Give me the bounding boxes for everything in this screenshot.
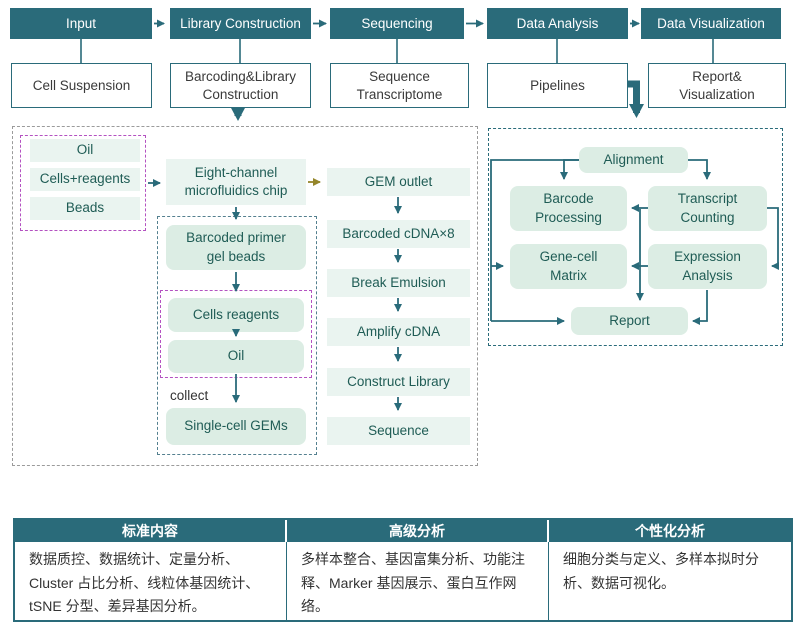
node-oil: Oil (30, 139, 140, 162)
table-cell-standard: 数据质控、数据统计、定量分析、Cluster 占比分析、线粒体基因统计、tSNE… (15, 542, 287, 620)
node-gene-cell-matrix: Gene-cell Matrix (510, 244, 627, 289)
node-label: Sequence (368, 422, 429, 438)
node-cells-reagents-emulsion: Cells reagents (168, 298, 304, 332)
node-single-cell-gems: Single-cell GEMs (166, 408, 306, 445)
node-label: Report (609, 312, 650, 328)
node-gem-outlet: GEM outlet (327, 168, 470, 196)
node-label: Eight-channel microfluidics chip (184, 164, 288, 198)
stage-label: Data Visualization (657, 16, 765, 31)
node-label: Cells+reagents (39, 171, 131, 187)
substage-label: Barcoding&Library Construction (184, 68, 297, 102)
input-reagents-group (20, 135, 146, 231)
data-analysis-panel (488, 128, 783, 346)
node-barcode-processing: Barcode Processing (510, 186, 627, 231)
table-header-advanced: 高级分析 (287, 520, 549, 542)
table-cell-advanced: 多样本整合、基因富集分析、功能注释、Marker 基因展示、蛋白互作网络。 (287, 542, 549, 620)
node-label: Construct Library (347, 373, 450, 389)
stage-label: Sequencing (361, 16, 433, 31)
thick-arrow-to-analysis-panel (628, 80, 644, 118)
node-microfluidics-chip: Eight-channel microfluidics chip (166, 159, 306, 205)
node-label: GEM outlet (364, 173, 433, 189)
node-oil-emulsion: Oil (168, 340, 304, 373)
stage-library-construction: Library Construction (170, 8, 311, 39)
substage-barcoding-library: Barcoding&Library Construction (170, 63, 311, 108)
stage-label: Data Analysis (516, 16, 599, 31)
node-label: Barcoded cDNA×8 (342, 225, 455, 241)
node-label: Barcode Processing (535, 191, 602, 225)
stage-label: Input (65, 16, 97, 31)
node-construct-library: Construct Library (327, 368, 470, 396)
node-label: Gene-cell Matrix (539, 249, 598, 283)
node-break-emulsion: Break Emulsion (327, 269, 470, 297)
table-header-personalized: 个性化分析 (635, 523, 705, 539)
node-label: Transcript Counting (677, 191, 738, 225)
substage-label: Report& Visualization (679, 68, 755, 102)
table-header-row: 标准内容 高级分析 个性化分析 (15, 520, 791, 542)
collect-label: collect (170, 388, 209, 403)
stage-data-analysis: Data Analysis (487, 8, 628, 39)
substage-report-visualization: Report& Visualization (648, 63, 786, 108)
library-construction-panel (12, 126, 478, 466)
node-label: Amplify cDNA (356, 323, 441, 339)
node-barcoded-gel-beads: Barcoded primer gel beads (166, 225, 306, 270)
node-report: Report (571, 307, 688, 335)
node-label: Single-cell GEMs (184, 418, 288, 434)
node-barcoded-cdna: Barcoded cDNA×8 (327, 220, 470, 248)
stage-label: Library Construction (180, 16, 301, 31)
substage-cell-suspension: Cell Suspension (11, 63, 152, 108)
node-alignment: Alignment (579, 147, 688, 173)
node-label: Barcoded primer gel beads (186, 230, 286, 264)
node-transcript-counting: Transcript Counting (648, 186, 767, 231)
stage-input: Input (10, 8, 152, 39)
substage-label: Cell Suspension (32, 77, 131, 93)
node-amplify-cdna: Amplify cDNA (327, 318, 470, 346)
table-body-row: 数据质控、数据统计、定量分析、Cluster 占比分析、线粒体基因统计、tSNE… (15, 542, 791, 620)
node-cells-reagents-input: Cells+reagents (30, 168, 140, 191)
substage-pipelines: Pipelines (487, 63, 628, 108)
node-label: Break Emulsion (351, 274, 446, 290)
stage-data-visualization: Data Visualization (641, 8, 781, 39)
node-label: Beads (65, 200, 105, 216)
stage-sequencing: Sequencing (330, 8, 464, 39)
table-header-standard: 标准内容 (15, 520, 287, 542)
node-label: Oil (227, 348, 245, 364)
node-label: Cells reagents (192, 306, 280, 322)
node-sequence: Sequence (327, 417, 470, 445)
node-expression-analysis: Expression Analysis (648, 244, 767, 289)
substage-label: Sequence Transcriptome (356, 68, 443, 102)
substage-label: Pipelines (530, 77, 585, 93)
analysis-content-table: 标准内容 高级分析 个性化分析 数据质控、数据统计、定量分析、Cluster 占… (13, 518, 793, 622)
node-label: Alignment (603, 151, 664, 167)
substage-sequence-transcriptome: Sequence Transcriptome (330, 63, 469, 108)
node-beads: Beads (30, 197, 140, 220)
node-label: Expression Analysis (674, 249, 741, 283)
table-cell-personalized: 细胞分类与定义、多样本拟时分析、数据可视化。 (563, 551, 759, 591)
node-label: Oil (76, 142, 94, 158)
